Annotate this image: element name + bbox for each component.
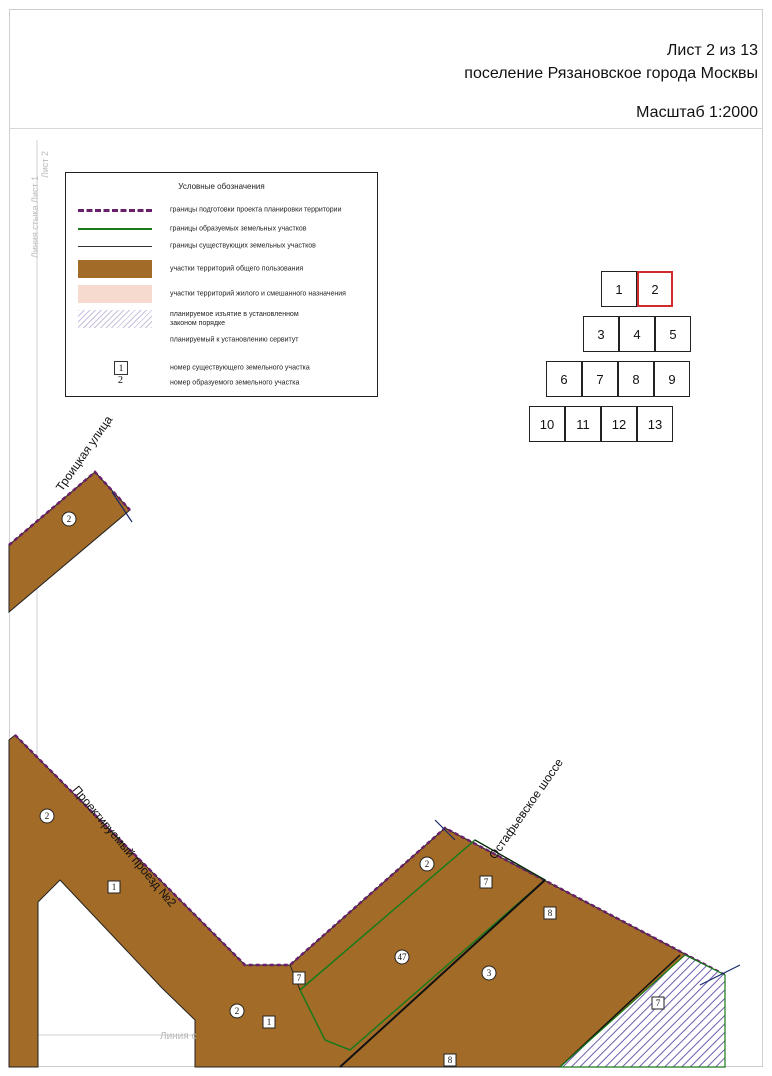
plot-8-boundary: [474, 839, 546, 881]
sheet-index-cell[interactable]: 4: [619, 316, 655, 352]
legend-item-public-territory: участки территорий общего пользования: [78, 260, 371, 278]
seam-label-bottom: Линия с: [160, 1031, 196, 1042]
legend-item-formed-number: 2 номер образуемого земельного участка: [78, 374, 371, 392]
plot-label-existing-8b: 8: [443, 1053, 457, 1067]
sheet-index-cell[interactable]: 9: [654, 361, 690, 397]
pink-fill-icon: [78, 285, 152, 303]
map-legend: Условные обозначения границы подготовки …: [65, 172, 378, 397]
svg-text:7: 7: [297, 973, 302, 983]
plot-label-formed-2c: 2: [229, 1003, 245, 1019]
legend-item-withdrawal: планируемое изъятие в установленном зако…: [78, 310, 371, 328]
plot-label-formed-2b: 2: [39, 808, 55, 824]
plot-label-existing-8a: 8: [543, 906, 557, 920]
header-divider: [9, 128, 763, 129]
sheet-index-cell[interactable]: 12: [601, 406, 637, 442]
plot-label-existing-7a: 7: [292, 971, 306, 985]
svg-text:1: 1: [112, 882, 117, 892]
svg-text:2: 2: [235, 1006, 240, 1016]
svg-text:7: 7: [484, 877, 489, 887]
sheet-index-cell[interactable]: 6: [546, 361, 582, 397]
legend-item-existing-number: 1 номер существующего земельного участка: [78, 359, 371, 377]
sheet-index-cell[interactable]: 10: [529, 406, 565, 442]
plot-label-existing-1b: 1: [262, 1015, 276, 1029]
number-box-icon: 1: [78, 359, 152, 377]
formed-plot-47-outline: [299, 839, 547, 1051]
public-territory-parcel: [8, 734, 726, 1068]
street-label-ostafyevskoe: Остафьевское шоссе: [486, 756, 566, 862]
svg-text:47: 47: [398, 952, 408, 962]
scale-label: Масштаб 1:2000: [636, 104, 758, 121]
sheet-index-cell[interactable]: 8: [618, 361, 654, 397]
svg-text:8: 8: [548, 908, 553, 918]
sheet-index-cell[interactable]: 13: [637, 406, 673, 442]
plot-label-existing-3: 3: [481, 965, 497, 981]
svg-text:2: 2: [67, 514, 72, 524]
legend-title: Условные обозначения: [178, 182, 265, 191]
sheet-index-cell[interactable]: 3: [583, 316, 619, 352]
plot-label-formed-47: 47: [394, 949, 410, 965]
legend-item-residential-territory: участки территорий жилого и смешанного н…: [78, 285, 371, 303]
sheet-index-cell-active[interactable]: 2: [637, 271, 673, 307]
sheet-index-cell[interactable]: 11: [565, 406, 601, 442]
troitskaya-cut-line: [111, 491, 133, 523]
legend-item-formed-boundary: границы образуемых земельных участков: [78, 220, 371, 238]
sheet-index-cell[interactable]: 7: [582, 361, 618, 397]
plot-label-existing-1a: 1: [107, 880, 121, 894]
withdrawal-hatch-area: [558, 954, 726, 1068]
number-plain-icon: 2: [118, 375, 123, 386]
plot-label-existing-7b: 7: [479, 875, 493, 889]
legend-item-servitude: планируемый к установлению сервитут: [170, 336, 299, 344]
svg-text:7: 7: [656, 998, 661, 1008]
ostafyevskoe-cut-line: [699, 964, 741, 986]
ostafyevskoe-cut-line-top: [434, 819, 456, 841]
hatch-icon: [78, 310, 152, 328]
settlement-title: поселение Рязановское города Москвы: [464, 65, 758, 82]
sheet-number: Лист 2 из 13: [666, 42, 758, 59]
legend-item-project-boundary: границы подготовки проекта планировки те…: [78, 201, 371, 219]
brown-fill-icon: [78, 260, 152, 278]
purple-dashed-line-icon: [78, 201, 152, 219]
thin-line-icon: [78, 237, 152, 255]
plot-3-boundary: [339, 879, 546, 1068]
svg-text:3: 3: [487, 968, 492, 978]
svg-text:2: 2: [425, 859, 430, 869]
sheet-index-cell[interactable]: 5: [655, 316, 691, 352]
plot-label-existing-7c: 7: [651, 996, 665, 1010]
svg-text:8: 8: [448, 1055, 453, 1065]
green-line-icon: [78, 220, 152, 238]
sheet-index-cell[interactable]: 1: [601, 271, 637, 307]
troitskaya-project-boundary: [8, 470, 131, 546]
legend-item-existing-boundary: границы существующих земельных участков: [78, 237, 371, 255]
svg-text:2: 2: [45, 811, 50, 821]
svg-text:1: 1: [267, 1017, 272, 1027]
plot-label-formed-2a: 2: [61, 511, 77, 527]
plot-label-formed-2d: 2: [419, 856, 435, 872]
